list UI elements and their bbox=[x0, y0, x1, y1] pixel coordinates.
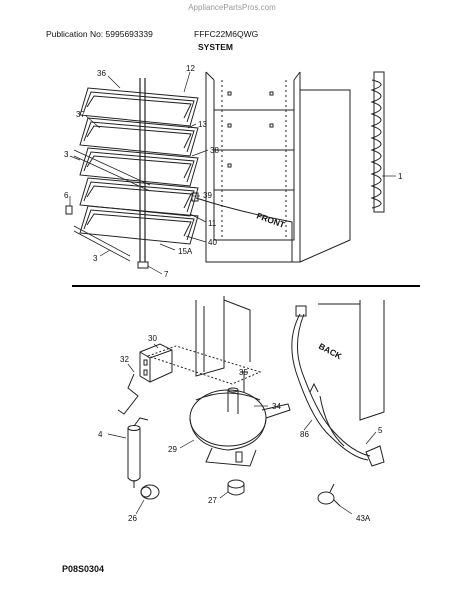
callout-86: 86 bbox=[300, 430, 309, 439]
filter-drier bbox=[127, 417, 149, 488]
access-cap bbox=[140, 484, 160, 500]
callout-15a: 15A bbox=[178, 247, 193, 256]
machine-compartment bbox=[146, 296, 385, 421]
top-leader-lines bbox=[69, 71, 396, 275]
cabinet-liner bbox=[195, 71, 351, 263]
figure-code: P08S0304 bbox=[62, 564, 105, 574]
callout-11: 11 bbox=[208, 219, 217, 228]
callout-43a: 43A bbox=[356, 514, 371, 523]
mount-bolt bbox=[240, 371, 248, 392]
back-label: BACK bbox=[317, 341, 344, 362]
callout-39: 39 bbox=[203, 191, 212, 200]
start-relay bbox=[139, 343, 173, 383]
callout-40: 40 bbox=[208, 238, 217, 247]
callout-35: 35 bbox=[239, 368, 248, 377]
callout-1: 1 bbox=[398, 172, 403, 181]
watermark: AppliancePartsPros.com bbox=[188, 3, 276, 12]
callout-5: 5 bbox=[378, 426, 383, 435]
callout-29: 29 bbox=[168, 445, 177, 454]
cord-clamp bbox=[317, 483, 341, 507]
callout-3-upper: 3 bbox=[64, 150, 69, 159]
bottom-leader-lines bbox=[107, 343, 377, 515]
section-divider bbox=[72, 285, 420, 287]
callout-27: 27 bbox=[208, 496, 217, 505]
callout-36: 36 bbox=[97, 69, 106, 78]
compressor bbox=[189, 387, 291, 467]
callout-38: 38 bbox=[210, 146, 219, 155]
evaporator-coil bbox=[65, 78, 199, 269]
callout-6: 6 bbox=[64, 191, 69, 200]
callout-30: 30 bbox=[148, 334, 157, 343]
callout-13: 13 bbox=[198, 120, 207, 129]
model-number: FFFC22M6QWG bbox=[194, 29, 259, 39]
callout-32: 32 bbox=[120, 355, 129, 364]
callout-37: 37 bbox=[76, 110, 85, 119]
front-label: FRONT bbox=[255, 210, 287, 230]
grommet bbox=[227, 479, 245, 496]
callout-3-lower: 3 bbox=[93, 254, 98, 263]
section-title: SYSTEM bbox=[198, 42, 233, 52]
callout-12: 12 bbox=[186, 64, 195, 73]
wall-condenser bbox=[370, 71, 385, 213]
power-cord bbox=[291, 305, 385, 467]
callout-7: 7 bbox=[164, 270, 169, 279]
callout-26: 26 bbox=[128, 514, 137, 523]
publication-number: Publication No: 5995693339 bbox=[46, 29, 153, 39]
callout-4: 4 bbox=[98, 430, 103, 439]
callout-34: 34 bbox=[272, 402, 281, 411]
overload-wire bbox=[117, 373, 139, 415]
